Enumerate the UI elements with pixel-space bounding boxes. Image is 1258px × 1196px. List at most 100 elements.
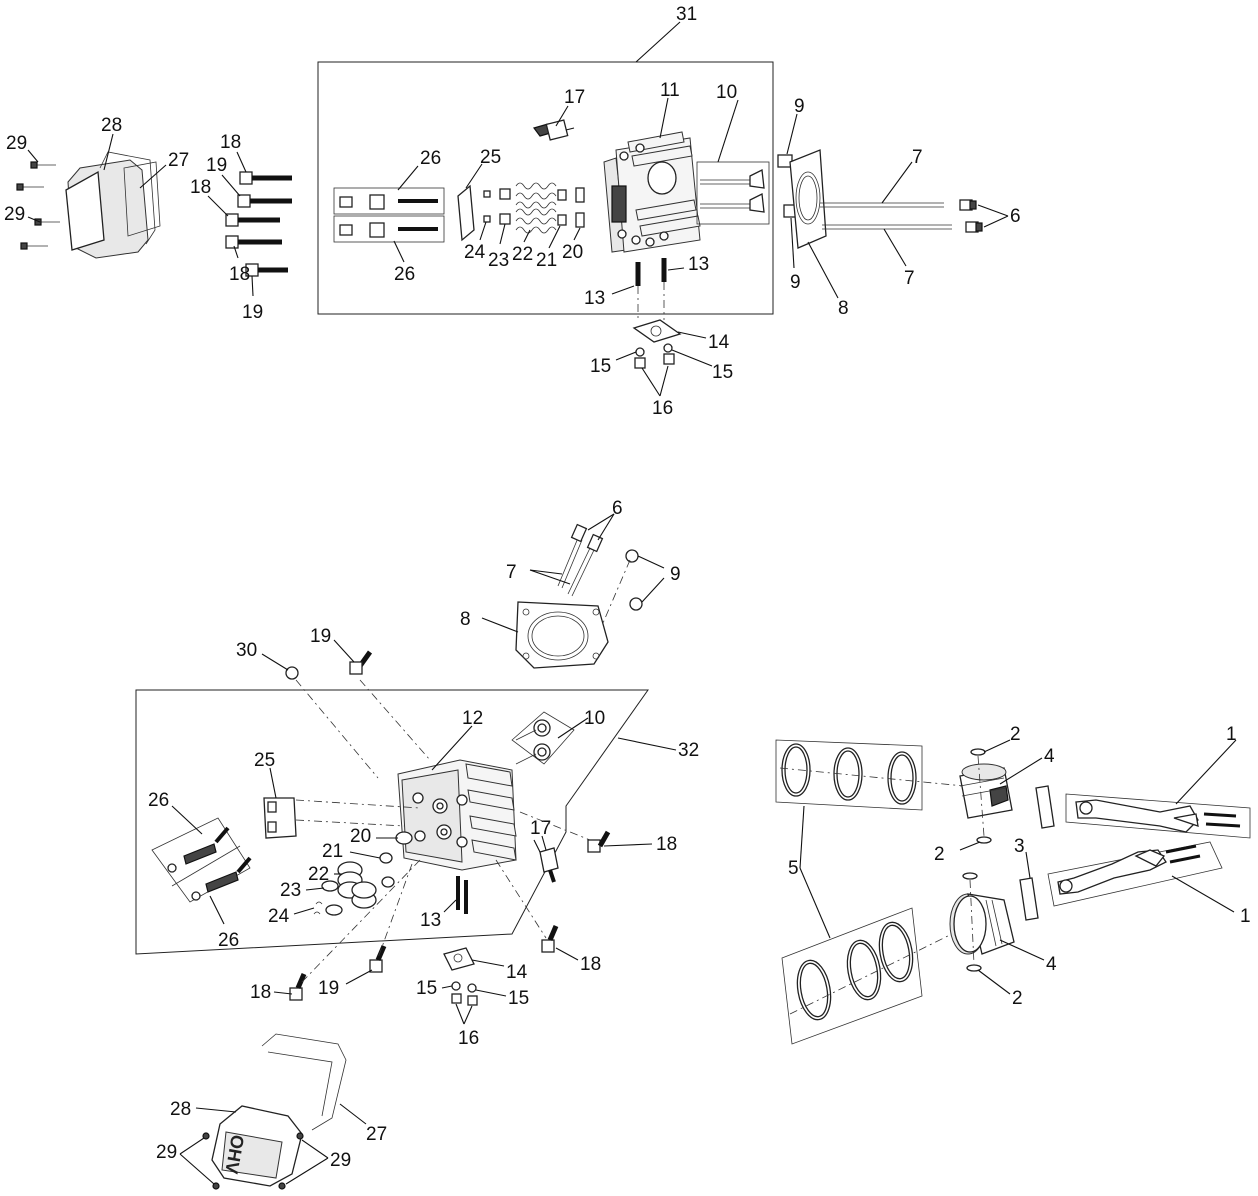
- callout-24: 24: [464, 242, 486, 263]
- callout-2b: 2: [934, 844, 945, 865]
- callout-15b: 15: [712, 362, 733, 383]
- bolts-18-19-top: [225, 171, 292, 277]
- group-frame-31: [317, 61, 774, 315]
- nuts-washers-top: [634, 343, 675, 369]
- rocker-arm-set-26-bottom: [151, 817, 252, 903]
- piston-4-lower: [949, 893, 1015, 955]
- bolts-29-top: [16, 161, 60, 250]
- callout-28: 28: [101, 115, 122, 136]
- bolt-18-mid-bottom: [541, 925, 559, 953]
- callout-10: 10: [584, 708, 605, 729]
- callout-15b: 15: [508, 988, 529, 1009]
- conrod-1-upper-box: [1065, 793, 1251, 839]
- callout-20: 20: [350, 826, 371, 847]
- piston-connecting-rod-assembly: 5 2 4 2 3: [775, 724, 1251, 1045]
- ring-set-5-upper-box: [775, 739, 923, 811]
- callout-32: 32: [678, 740, 699, 761]
- callout-2a: 2: [1010, 724, 1021, 745]
- callout-1b: 1: [1240, 906, 1251, 927]
- callout-7b: 7: [904, 268, 915, 289]
- clip-2a: [970, 748, 986, 756]
- callout-9b: 9: [790, 272, 801, 293]
- callout-21: 21: [322, 841, 343, 862]
- callout-9: 9: [670, 564, 681, 585]
- callout-14: 14: [506, 962, 528, 983]
- guide-plate-25-top: [457, 184, 475, 242]
- valve-train-parts-top: [483, 182, 585, 234]
- bolt-19-bottom-left: [369, 945, 387, 973]
- bolt-18-bottom-left: [289, 973, 307, 1001]
- callout-19b: 19: [318, 978, 339, 999]
- callout-22: 22: [308, 864, 329, 885]
- callout-6: 6: [1010, 206, 1021, 227]
- head-gasket-8-bottom: [515, 601, 609, 669]
- callout-28: 28: [170, 1099, 191, 1120]
- callout-11: 11: [660, 80, 680, 101]
- callout-27: 27: [168, 150, 189, 171]
- callout-18a: 18: [220, 132, 241, 153]
- callout-29b: 29: [4, 204, 25, 225]
- callout-10: 10: [716, 82, 737, 103]
- exhaust-gasket-14-top: [632, 319, 682, 343]
- valve-train-parts-bottom: [313, 831, 413, 916]
- bolt-18-right-bottom: [587, 830, 611, 853]
- callout-19b: 19: [242, 302, 263, 323]
- callout-7a: 7: [912, 147, 923, 168]
- valve-cover-top: [65, 151, 161, 259]
- callout-16: 16: [458, 1028, 479, 1049]
- callout-8: 8: [838, 298, 849, 319]
- callout-18c: 18: [229, 264, 250, 285]
- cylinder-head-12-bottom: [397, 759, 517, 871]
- callout-17: 17: [564, 87, 585, 108]
- callout-26b: 26: [394, 264, 415, 285]
- callout-4b: 4: [1046, 954, 1057, 975]
- studs-13-top: [635, 258, 667, 320]
- callout-26b: 26: [218, 930, 239, 951]
- valve-cover-bottom: OHV: [202, 1033, 347, 1190]
- head-gasket-8-top: [789, 149, 827, 249]
- valves-10-top: [700, 169, 765, 213]
- callout-20: 20: [562, 242, 583, 263]
- spark-plug-17-bottom: [533, 839, 559, 883]
- callout-30: 30: [236, 640, 257, 661]
- callout-5: 5: [788, 858, 799, 879]
- callout-1a: 1: [1226, 724, 1237, 745]
- bolt-19-top-bottom: [349, 650, 373, 675]
- callout-17: 17: [530, 818, 551, 839]
- conrod-1-lower-box: [1047, 841, 1223, 907]
- studs-13-bottom: [456, 876, 468, 914]
- callout-27: 27: [366, 1124, 387, 1145]
- callout-22: 22: [512, 244, 533, 265]
- callout-14: 14: [708, 332, 730, 353]
- exhaust-gasket-14-bottom: [443, 947, 475, 971]
- callout-25: 25: [254, 750, 275, 771]
- valve-box-10-top: [696, 161, 770, 225]
- callout-13a: 13: [584, 288, 605, 309]
- callout-29a: 29: [156, 1142, 177, 1163]
- pushrods-7-lifters-6-top: [820, 199, 983, 233]
- callout-19a: 19: [206, 155, 227, 176]
- callout-3: 3: [1014, 836, 1025, 857]
- ring-set-5-lower-box: [781, 907, 923, 1045]
- callout-26a: 26: [420, 148, 441, 169]
- dowel-9a-bottom: [625, 549, 639, 563]
- callout-16: 16: [652, 398, 673, 419]
- piston-4-upper: [959, 763, 1013, 819]
- plug-30-bottom: [285, 666, 299, 680]
- callout-18a: 18: [656, 834, 677, 855]
- callout-13b: 13: [688, 254, 709, 275]
- piston-pin-3: [1019, 785, 1055, 921]
- clip-2b: [976, 836, 992, 844]
- clip-2d: [966, 964, 982, 972]
- callout-13: 13: [420, 910, 441, 931]
- callout-29a: 29: [6, 133, 27, 154]
- callout-24: 24: [268, 906, 290, 927]
- guide-plate-25-bottom: [263, 797, 297, 839]
- clip-2c: [962, 872, 978, 880]
- callout-12: 12: [462, 708, 483, 729]
- callout-19a: 19: [310, 626, 331, 647]
- callout-9a: 9: [794, 96, 805, 117]
- callout-29b: 29: [330, 1150, 351, 1171]
- top-cylinder-head-assembly: 31 29 29 28 27 18: [4, 4, 1021, 419]
